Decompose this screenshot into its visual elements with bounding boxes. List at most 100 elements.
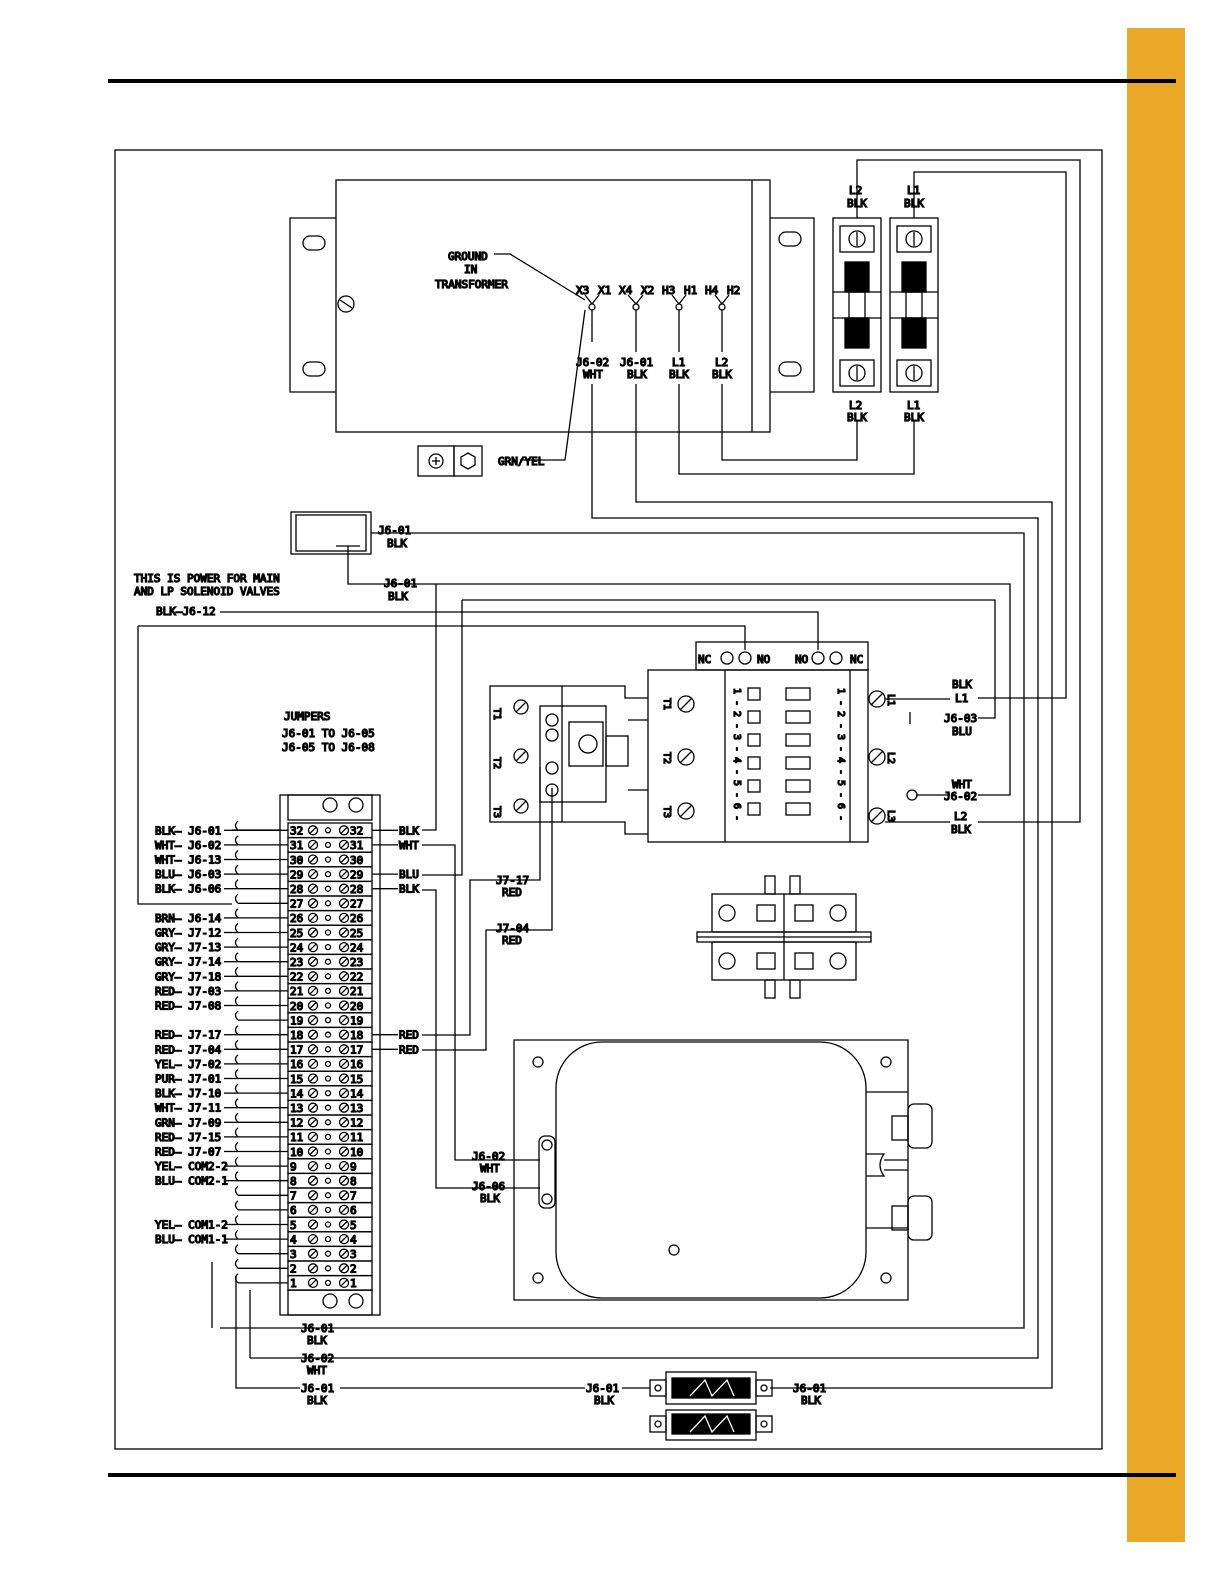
fuse-right-top-1: L1	[907, 184, 920, 197]
transformer	[289, 179, 815, 433]
terminal-number-right: 1	[350, 1277, 357, 1290]
terminal-number-left: 2	[290, 1263, 297, 1276]
terminal-number-right: 5	[350, 1219, 357, 1232]
ground-note-1: GROUND	[448, 250, 488, 263]
ct-l1: L1	[885, 694, 896, 706]
terminal-number-right: 32	[350, 825, 363, 838]
terminal-number-left: 6	[290, 1204, 297, 1217]
terminal-number-left: 32	[290, 825, 303, 838]
strip-left-label: GRN— J7-09	[155, 1116, 221, 1129]
ct-t2: T2	[661, 752, 672, 764]
term-h3: H3	[662, 284, 675, 297]
mid-j717: J7-17	[496, 874, 529, 887]
fuse-left-bottom-2: BLK	[847, 411, 867, 424]
fuse-left-bottom-1: L2	[849, 399, 862, 412]
fuse-holder-right	[889, 171, 1067, 699]
ct-right-j602: J6-02	[944, 790, 977, 803]
strip-left-label: YEL— COM1-2	[155, 1219, 228, 1232]
xf-wire-3-color: BLK	[669, 368, 689, 381]
ct-t1: T1	[661, 698, 672, 710]
term-h1: H1	[684, 284, 697, 297]
terminal-number-right: 10	[350, 1146, 363, 1159]
aux-num-l-6: 6 -	[731, 803, 742, 821]
jumpers-line-2: J6-05 TO J6-08	[282, 741, 375, 754]
terminal-number-right: 19	[350, 1014, 363, 1027]
terminal-number-left: 13	[290, 1102, 303, 1115]
term-x2: X2	[641, 284, 654, 297]
connector-block	[220, 511, 1025, 1329]
strip-left-label: RED— J7-07	[155, 1146, 221, 1159]
power-wire-label: BLK—J6-12	[156, 605, 216, 618]
terminal-number-left: 26	[290, 912, 303, 925]
terminal-number-left: 20	[290, 1000, 303, 1013]
ground-note-2: IN	[464, 263, 477, 276]
routing-wires	[137, 583, 1011, 1189]
terminal-number-left: 31	[290, 839, 303, 852]
aux-num-l-5: 5 -	[731, 780, 742, 798]
strip-left-label: RED— J7-15	[155, 1131, 221, 1144]
footer-rule	[108, 1473, 1176, 1477]
coil-t3: T3	[491, 806, 502, 818]
fuse-left-top-1: L2	[849, 184, 862, 197]
mid-j704: J7-04	[496, 922, 529, 935]
term-x1: X1	[598, 284, 611, 297]
ct-right-blk2: BLK	[951, 823, 971, 836]
terminal-number-right: 17	[350, 1044, 363, 1057]
coil-t2: T2	[491, 757, 502, 769]
strip-left-label: YEL— J7-02	[155, 1058, 221, 1071]
ct-right-blu: BLU	[952, 725, 972, 738]
ct-l3: L3	[885, 810, 896, 822]
fuse-left-color: BLK	[594, 1394, 614, 1407]
terminal-number-right: 25	[350, 927, 363, 940]
strip-jumper-wires	[211, 829, 300, 1389]
bottom-a-id: J6-02	[301, 1352, 334, 1365]
coil-t1: T1	[491, 708, 502, 720]
aux-num-r-2: 2 -	[835, 711, 846, 729]
terminal-number-right: 13	[350, 1102, 363, 1115]
xf-wire-1-color: WHT	[583, 368, 603, 381]
jumpers-title: JUMPERS	[284, 710, 330, 723]
ign-j606: J6-06	[472, 1180, 505, 1193]
xf-wire-1-id: J6-02	[576, 356, 609, 369]
inline-fuses	[340, 1371, 773, 1441]
ground-lug	[417, 445, 483, 477]
bottom-b-color: BLK	[307, 1334, 327, 1347]
terminal-number-left: 16	[290, 1058, 303, 1071]
strip-left-label: RED— J7-04	[155, 1043, 222, 1056]
power-note-2: AND LP SOLENOID VALVES	[134, 585, 280, 598]
terminal-number-left: 9	[290, 1160, 297, 1173]
ground-wire-label: GRN/YEL	[498, 455, 545, 468]
jumpers-line-1: J6-01 TO J6-05	[282, 727, 375, 740]
aux-num-l-1: 1 -	[731, 688, 742, 706]
terminal-number-right: 15	[350, 1073, 363, 1086]
conn-top-id: J6-01	[378, 524, 411, 537]
fuse-holder-left	[832, 159, 1081, 823]
mid-j717-red: RED	[502, 886, 522, 899]
strip-left-label: RED— J7-17	[155, 1029, 221, 1042]
fuse-left-id: J6-01	[586, 1382, 619, 1395]
strip-left-label: BRN— J6-14	[155, 912, 222, 925]
terminal-number-right: 23	[350, 956, 363, 969]
terminal-number-right: 31	[350, 839, 363, 852]
terminal-number-right: 4	[350, 1233, 357, 1246]
conn-mid-id: J6-01	[384, 577, 417, 590]
aux-num-r-3: 3 -	[835, 734, 846, 752]
terminal-number-right: 30	[350, 854, 363, 867]
terminal-number-right: 22	[350, 971, 363, 984]
terminal-number-right: 27	[350, 898, 363, 911]
terminal-number-right: 7	[350, 1190, 357, 1203]
